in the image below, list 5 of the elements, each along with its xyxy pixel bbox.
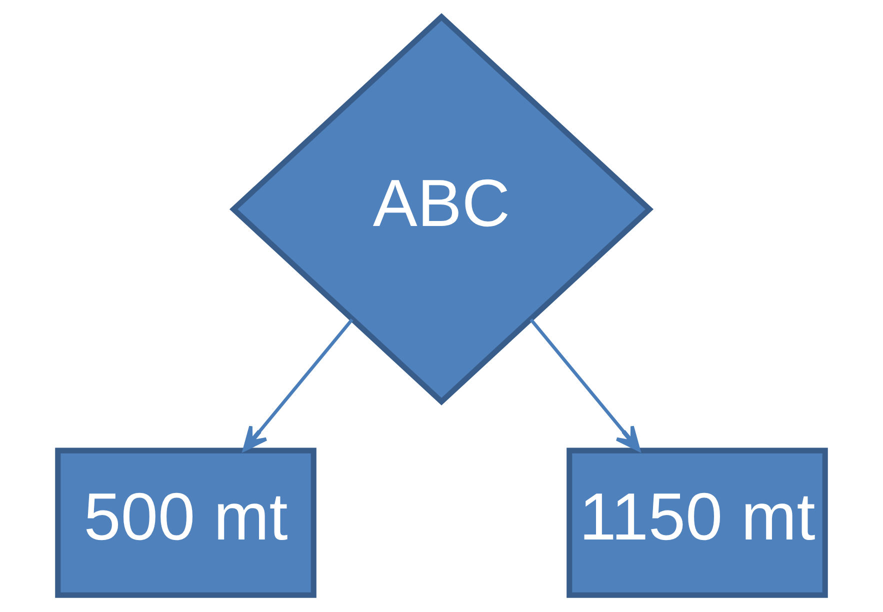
arrow: [530, 318, 640, 452]
arrow: [242, 318, 354, 452]
node-diamond: ABC: [229, 13, 654, 406]
node-box: 1150 mt: [566, 448, 828, 598]
node-box: 500 mt: [55, 448, 316, 598]
